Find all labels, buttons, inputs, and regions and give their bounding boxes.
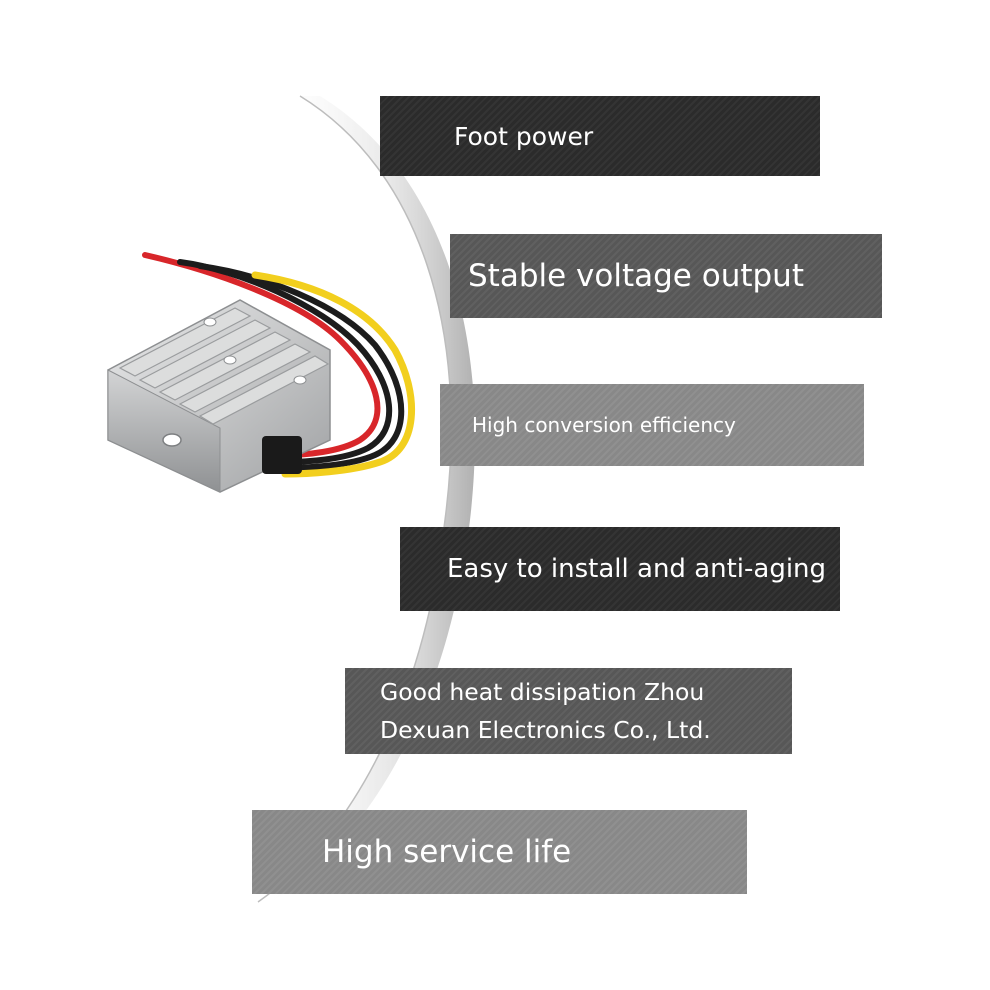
feature-banner-foot-power: Foot power: [380, 96, 820, 176]
yellow-wire: [251, 271, 415, 478]
red-wire: [142, 252, 381, 458]
feature-label: Easy to install and anti-aging: [447, 554, 827, 584]
arc-shadow: [260, 96, 475, 900]
feature-banner-service-life: High service life: [252, 810, 747, 894]
converter-wires: [142, 252, 415, 478]
feature-banner-conversion-efficiency: High conversion efficiency: [440, 384, 864, 466]
feature-label-line1: Good heat dissipation Zhou: [380, 678, 705, 706]
feature-banner-easy-install: Easy to install and anti-aging: [400, 527, 840, 611]
black-wire-2: [197, 263, 405, 471]
feature-banner-stable-voltage: Stable voltage output: [450, 234, 882, 318]
feature-label: High service life: [322, 834, 572, 870]
feature-label: Foot power: [454, 121, 594, 151]
feature-label-line2: Dexuan Electronics Co., Ltd.: [380, 716, 711, 744]
feature-label: High conversion efficiency: [472, 413, 736, 437]
feature-banner-heat-dissipation: Good heat dissipation Zhou Dexuan Electr…: [345, 668, 792, 754]
black-wire-1: [177, 259, 393, 465]
converter-housing: [107, 299, 331, 493]
feature-label: Stable voltage output: [468, 258, 804, 294]
